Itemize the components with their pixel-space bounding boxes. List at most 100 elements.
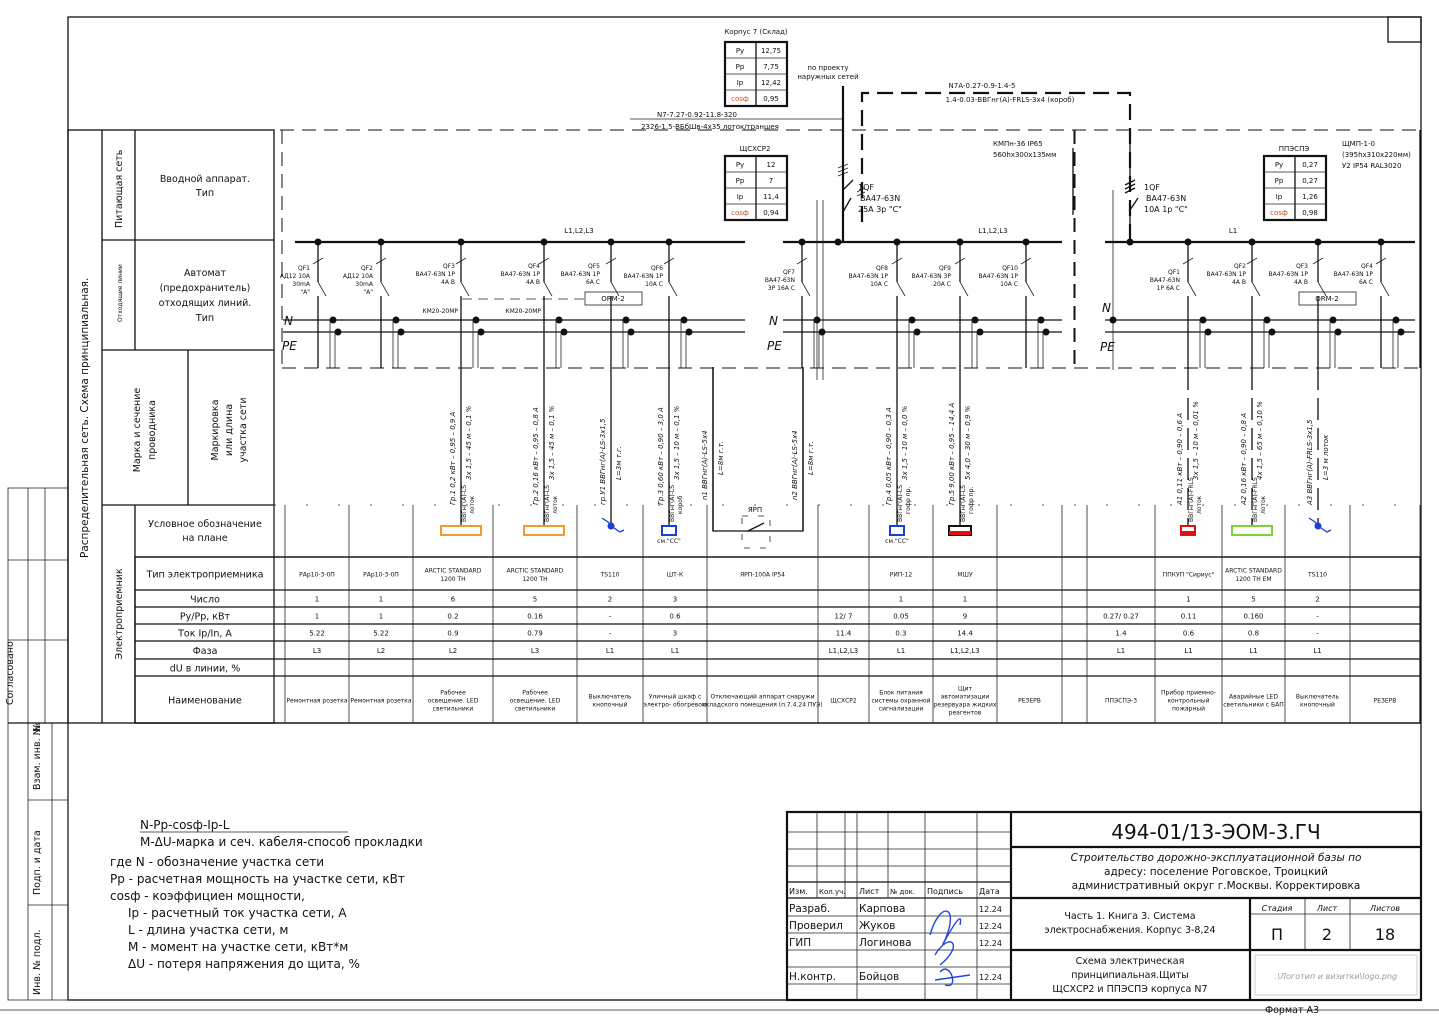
n-bus-label-2: N [769,314,778,328]
panel1-input-breaker-1: 1QF [858,183,874,192]
header-doc: № док. [890,888,915,896]
orange-rect-icon [440,525,482,536]
breaker-switch-icon [1182,257,1197,297]
pushbutton-icon [1308,517,1332,533]
project-line-3: административный округ г.Москвы. Коррект… [1072,880,1361,892]
inv-orig-label: Инв. № подл. [32,929,43,995]
format-label: Формат А3 [1265,1005,1319,1016]
feeder-label-bottom: 4х 1,5 – 65 м – 0,10 % [1256,401,1264,480]
feeder-label-bottom: 3х 1,5 – 10 м – 0,0 % [901,405,909,480]
breaker-label: АД12 10А [343,273,374,280]
green-rect-icon [1231,525,1273,536]
feeder-label-top: n2 ВВГнг(А)-LS-5х4 [791,430,799,500]
feeder-cable: лоток [552,495,559,514]
param-name: cosф [731,95,749,103]
breaker-switch-icon [538,257,553,297]
breaker-label: QF3 [443,263,455,270]
project-line-2: адресу: поселение Роговское, Троицкий [1104,866,1328,878]
branch-cable-bottom: 1.4-0.03-ВВГнг(А)-FRLS-3х4 (короб) [946,96,1075,104]
blue-rect-icon [661,525,677,536]
header-kol: Кол.уч. [819,888,845,896]
main-cable-top: N7-7.27-0.92-11.8-320 [657,111,737,119]
table-cell: 6 [451,596,456,604]
relay-orm2: ORM-2 [601,295,624,303]
breaker-label: ВА47-63N 1P [1334,271,1374,278]
feeder-label-top: Гр.2 0,16 кВт – 0,95 – 0,8 А [532,407,540,505]
breaker-label: QF2 [361,265,373,272]
table-cell: L1 [1184,647,1192,655]
feeder-label-bottom: 3х 1,5 – 45 м – 0,1 % [465,405,473,480]
param-name: cosф [1270,209,1288,217]
param-value: 12 [767,161,776,169]
breaker-switch-icon [455,257,470,297]
param-value: 11,4 [763,193,779,201]
table-cell: 14.4 [957,630,973,638]
table-cell: TS110 [600,572,620,579]
row-header: Фаза [193,646,218,657]
feeder-cable: ВВГнг(А)-LS [544,485,551,522]
breaker-label: QF4 [528,263,540,270]
marking-label-1: Маркировка [210,400,221,461]
table-cell: ЩСХСР2 [830,698,857,705]
param-value: 1,26 [1302,193,1318,201]
panel1-input-breaker-3: 25А 3р "С" [858,205,902,214]
breaker-label: ВА47-63N 1P [416,271,456,278]
table-cell: ППКУП "Сириус" [1163,572,1215,579]
outer-note-2: наружных сетей [797,73,858,81]
row-header: Ру/Рр, кВт [180,612,231,623]
table-cell: 0.16 [527,613,543,621]
legend-line: где N - обозначение участка сети [110,855,324,869]
table-cell: 0.79 [527,630,543,638]
stage-value: П [1271,925,1283,944]
orange-rect-icon [523,525,565,536]
pe-bus-label-right: PE [1100,340,1115,354]
breaker-label: ВА47-63N 1P [561,271,601,278]
signer-role: Проверил [789,920,843,932]
table-cell: L2 [377,647,385,655]
breaker-label: QF5 [588,263,600,270]
table-cell: Ремонтная розетка [286,698,348,705]
table-cell: 1 [379,596,383,604]
sheets-label: Листов [1369,904,1400,913]
table-cell: 0.11 [1181,613,1197,621]
param-value: 12,75 [761,47,781,55]
param-value: 12,42 [761,79,781,87]
breaker-label: 6А С [586,279,600,286]
row-header: Ток Ip/In, А [177,629,232,640]
breaker-label: 4А В [526,279,540,286]
feeder-cable: ВВГнг(А)-LS [461,485,468,522]
feeder-cable: гофр пр. [968,487,975,514]
no-label: № [32,722,43,732]
breaker-label: ВА47-63N [1150,277,1180,284]
outgoing-breaker-label-2: (предохранитель) [160,283,251,294]
feeder-label-top: Гр.4 0,05 кВт – 0,90 – 0,3 А [885,407,893,505]
branch-cable-top: N7А-0.27-0.9-1.4-5 [949,82,1016,90]
table-cell: 5.22 [309,630,325,638]
feeder-label-top: гр.У1 ВВГнг(А)-LS-3х1,5 [599,418,607,505]
sheet-label: Лист [1316,904,1338,913]
table-cell: L1 [897,647,905,655]
signer-date: 12.24 [979,905,1002,914]
feeder-label-bottom: L=8м г.т. [717,441,725,475]
input-device-label-1: Вводной аппарат. [160,174,250,185]
feeder-label-top: Гр.3 0,60 кВт – 0,90 – 3,0 А [657,407,665,505]
feeder-note: см."СС" [885,538,909,545]
sign-date-label: Подп. и дата [32,830,43,895]
table-cell: 0.9 [447,630,458,638]
feeder-label-top: Гр.5 9,00 кВт – 0,95 – 14,4 А [948,403,956,505]
header-izm: Изм. [789,887,808,896]
table-cell: L3 [313,647,321,655]
phase-mark-right: L1 [1229,227,1237,235]
pushbutton-icon [601,517,625,533]
n-bus-label-right: N [1102,301,1111,315]
table-cell: 1 [963,596,967,604]
legend: N-Pp-cosф-Ip-L M-ΔU-марка и сеч. кабеля-… [110,818,423,971]
table-cell: - [1316,630,1319,638]
feeder-cable: ВВГнг(А)-LS [897,485,904,522]
feeder-label-bottom: L=8м г.т. [807,441,815,475]
